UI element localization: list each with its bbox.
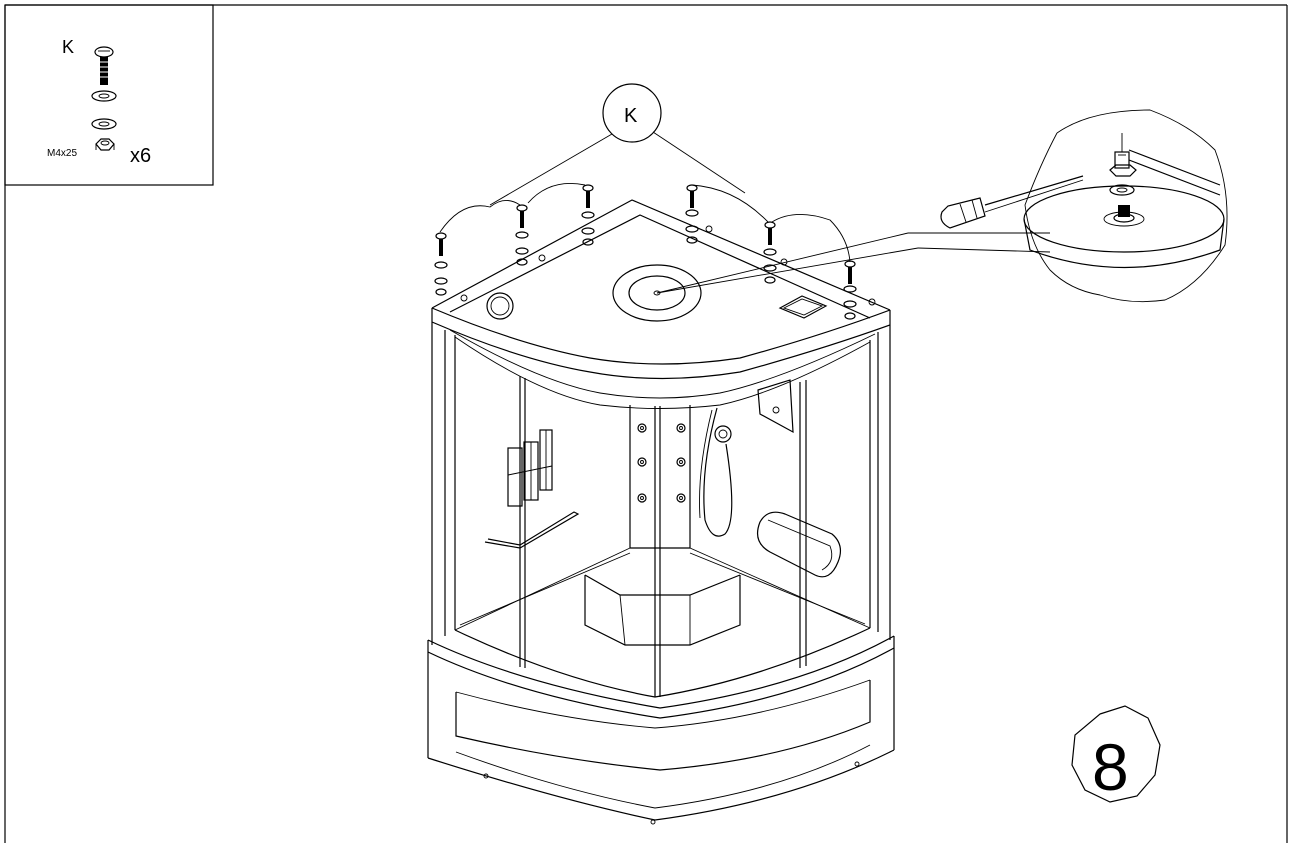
parts-letter: K [62,37,74,57]
quantity-label: x6 [130,145,151,167]
roof-bolt [843,260,857,320]
page-border [4,4,1288,843]
screwdriver-icon [940,175,1084,229]
headrest-pillow [757,511,842,578]
washer-icon-2 [91,118,117,130]
roof-bolt [763,221,777,284]
roof-bolt [515,204,529,266]
hand-shower [699,407,733,537]
hex-nut-icon [95,138,115,151]
roof-bolt [685,184,699,244]
step-number: 8 [1092,730,1129,804]
detail-magnifier [656,109,1228,303]
parts-box: K M4x25 x6 [4,4,214,186]
shower-cabin [427,199,895,825]
roof-bolt [434,232,448,296]
callout-k: K [439,83,851,263]
massage-jets [637,423,686,503]
roof-bolt [581,184,595,246]
bolt-size-label: M4x25 [47,148,77,159]
step-number-badge: 8 [1071,705,1161,804]
fitting-icon [1109,133,1221,196]
roof-bolts [434,184,857,320]
washer-icon [91,90,117,102]
bolt-icon [94,46,114,85]
control-panel [507,429,553,507]
callout-letter: K [624,105,638,127]
